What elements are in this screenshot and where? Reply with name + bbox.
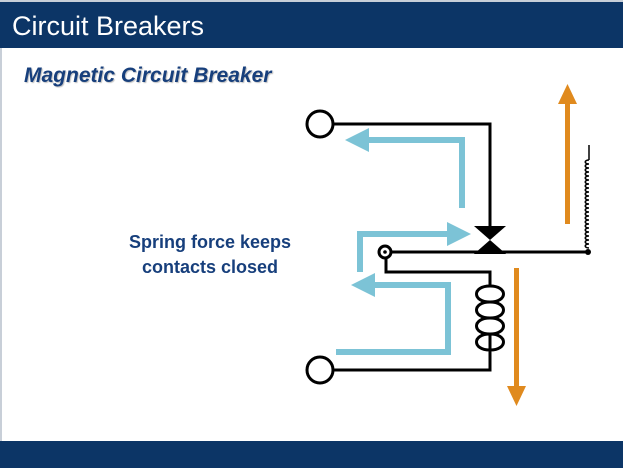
caption-line-2: contacts closed	[141, 257, 279, 277]
title-bar: Circuit Breakers	[0, 0, 623, 48]
wire-coil-loop	[384, 258, 492, 286]
wire-bottom	[333, 352, 492, 372]
slide-subtitle: Magnetic Circuit Breaker	[24, 64, 272, 87]
contact-icon	[474, 226, 506, 254]
pivot-center	[383, 250, 387, 254]
footer-bar	[0, 441, 623, 468]
slide-title: Circuit Breakers	[12, 11, 205, 41]
current-arrow-lower	[336, 273, 451, 355]
coil-icon	[475, 284, 505, 352]
caption: Spring force keeps contacts closed	[95, 230, 325, 280]
terminal-bottom-icon	[305, 355, 335, 385]
spring-force-arrow-up	[558, 84, 577, 224]
caption-line-1: Spring force keeps	[128, 232, 292, 252]
left-edge-divider	[0, 48, 2, 441]
magnetic-force-arrow-down	[507, 268, 526, 406]
spring-icon	[584, 145, 591, 255]
wire-top	[333, 122, 492, 228]
current-arrow-top	[345, 128, 465, 208]
terminal-top-icon	[305, 109, 335, 139]
current-arrow-middle	[357, 222, 471, 272]
